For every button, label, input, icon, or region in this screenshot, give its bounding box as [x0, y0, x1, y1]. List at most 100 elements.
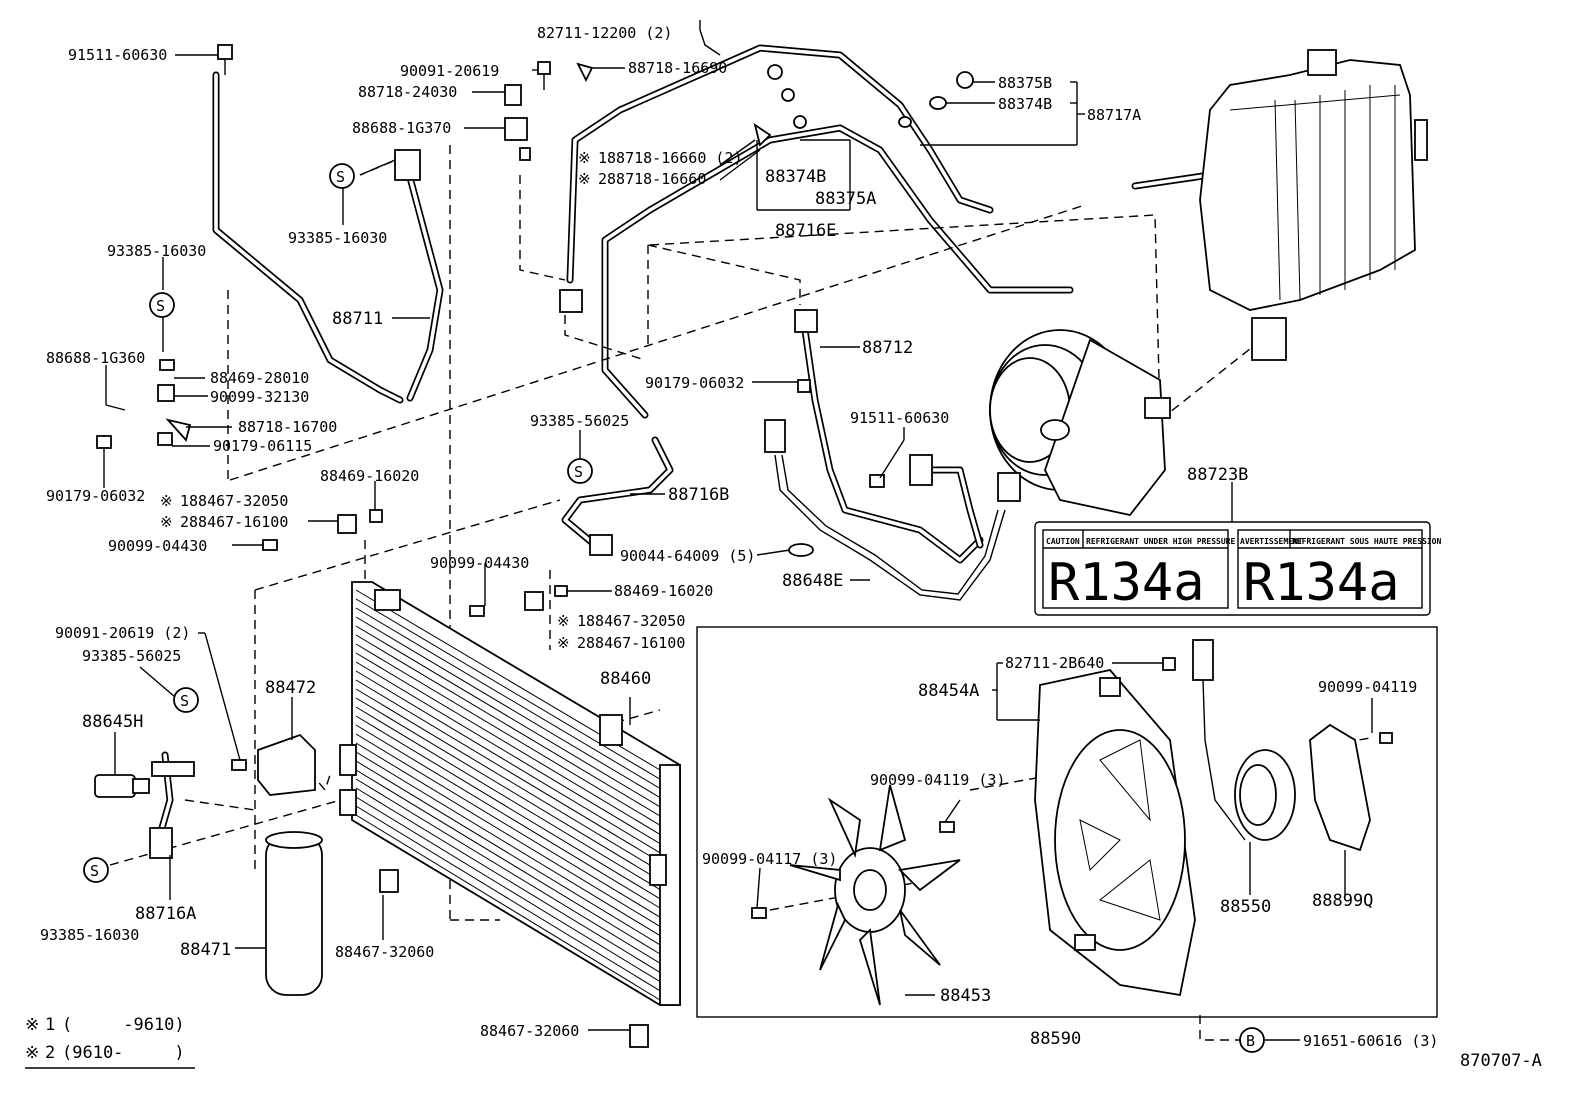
s-marker-4-label: S	[180, 692, 189, 710]
label-88374b-right: 88374B	[998, 95, 1052, 113]
label-88718-16660-b: 288718-16660	[598, 170, 706, 188]
condenser-fin	[355, 643, 661, 826]
label-88645h: 88645H	[82, 712, 143, 732]
label-88711: 88711	[332, 309, 383, 329]
b-marker-label: B	[1246, 1032, 1255, 1050]
condenser	[339, 581, 681, 1006]
compressor	[989, 329, 1171, 516]
connectors	[394, 84, 1021, 556]
fasteners	[96, 44, 1393, 1048]
label-88688-1g360: 88688-1G360	[46, 349, 145, 367]
label-88374b-mid: 88374B	[765, 167, 826, 187]
condenser-fin	[355, 769, 661, 955]
note-mark-1b: ※	[160, 492, 173, 510]
fan-motor	[1192, 639, 1296, 841]
label-88899q: 88899Q	[1312, 891, 1373, 911]
leader-lines	[103, 54, 1373, 1041]
label-90044-64009: 90044-64009 (5)	[620, 547, 755, 565]
label-88467-16100-a: 288467-16100	[180, 513, 288, 531]
note1-mark: ※	[25, 1015, 39, 1035]
s-marker-5-label: S	[90, 862, 99, 880]
label-88467-32060-a: 88467-32060	[335, 943, 434, 961]
condenser-fin	[355, 796, 661, 983]
caution-left-caption-2: REFRIGERANT UNDER HIGH PRESSURE	[1086, 537, 1235, 546]
label-88467-32050-a: 188467-32050	[180, 492, 288, 510]
refrigerant-caution-label: CAUTION REFRIGERANT UNDER HIGH PRESSURE …	[1046, 537, 1441, 613]
label-88375b: 88375B	[998, 74, 1052, 92]
condenser-fin	[355, 625, 661, 808]
note-mark-2a: ※	[578, 170, 591, 188]
note1-range: ( -9610)	[62, 1015, 185, 1035]
note-mark-1c: ※	[557, 612, 570, 630]
label-82711-12200: 82711-12200 (2)	[537, 24, 672, 42]
label-88590: 88590	[1030, 1029, 1081, 1049]
label-88718-16700: 88718-16700	[238, 418, 337, 436]
note-mark-2b: ※	[160, 513, 173, 531]
label-90099-04430-a: 90099-04430	[108, 537, 207, 555]
condenser-fin	[355, 814, 661, 1001]
condenser-fin	[355, 778, 661, 964]
note-mark-1a: ※	[578, 149, 591, 167]
fan-blade	[789, 784, 961, 1006]
label-90099-04430-b: 90099-04430	[430, 554, 529, 572]
pipe-88716a	[149, 751, 195, 859]
condenser-fin	[355, 742, 661, 927]
condenser-fin	[355, 679, 661, 863]
label-93385-56025-a: 93385-56025	[530, 412, 629, 430]
label-90099-04119-right: 90099-04119	[1318, 678, 1417, 696]
label-82711-2b640: 82711-2B640	[1005, 654, 1104, 672]
label-90179-06115: 90179-06115	[213, 437, 312, 455]
label-88716e: 88716E	[775, 221, 836, 241]
s-marker-3-label: S	[574, 463, 583, 481]
label-90091-20619-2: 90091-20619 (2)	[55, 624, 190, 642]
condenser-fin	[355, 760, 661, 946]
condenser-fin	[355, 661, 661, 845]
label-88718-24030: 88718-24030	[358, 83, 457, 101]
refrigerant-type-left: R134a	[1048, 553, 1205, 613]
condenser-fin	[355, 652, 661, 835]
label-88718-16660-a: 188718-16660 (2)	[598, 149, 743, 167]
label-88718-16690: 88718-16690	[628, 59, 727, 77]
circle-symbol-text: S S S S S B	[90, 168, 1255, 1050]
condenser-fin	[355, 733, 661, 918]
label-88460: 88460	[600, 669, 651, 689]
label-88472: 88472	[265, 678, 316, 698]
evaporator-housing	[1199, 49, 1428, 361]
label-88467-16100-b: 288467-16100	[577, 634, 685, 652]
b-marker	[1239, 1027, 1265, 1053]
label-90099-04119-3: 90099-04119 (3)	[870, 771, 1005, 789]
label-88688-1g370: 88688-1G370	[352, 119, 451, 137]
condenser-fin	[355, 805, 661, 992]
condenser-fin	[355, 607, 661, 789]
caution-right-caption-1: AVERTISSEMENT	[1240, 537, 1303, 546]
label-91511-60630-top: 91511-60630	[68, 46, 167, 64]
piping	[212, 20, 1214, 601]
s-marker-3	[567, 458, 593, 484]
s-marker-2	[149, 292, 175, 318]
label-90099-04117-3: 90099-04117 (3)	[702, 850, 837, 868]
label-88717a: 88717A	[1087, 106, 1141, 124]
label-frames	[25, 521, 1438, 1069]
refrigerant-type-right: R134a	[1243, 553, 1400, 613]
label-88550: 88550	[1220, 897, 1271, 917]
label-90179-06032-left: 90179-06032	[46, 487, 145, 505]
circle-symbols	[83, 163, 1265, 1053]
label-88648e: 88648E	[782, 571, 843, 591]
note2-number: 2	[45, 1043, 55, 1063]
condenser-fin	[355, 598, 661, 780]
label-88375a: 88375A	[815, 189, 876, 209]
label-88716b: 88716B	[668, 485, 729, 505]
label-93385-16030-b: 93385-16030	[107, 242, 206, 260]
note2-mark: ※	[25, 1043, 39, 1063]
label-90091-20619: 90091-20619	[400, 62, 499, 80]
s-marker-1	[329, 163, 355, 189]
condenser-fin	[355, 688, 661, 872]
label-88723b: 88723B	[1187, 465, 1248, 485]
condenser-fin	[355, 616, 661, 799]
label-88712: 88712	[862, 338, 913, 358]
note-mark-2c: ※	[557, 634, 570, 652]
s-marker-2-label: S	[156, 297, 165, 315]
part-labels: 91511-60630 82711-12200 (2) 88718-16690 …	[40, 24, 1438, 1050]
label-88716a: 88716A	[135, 904, 196, 924]
